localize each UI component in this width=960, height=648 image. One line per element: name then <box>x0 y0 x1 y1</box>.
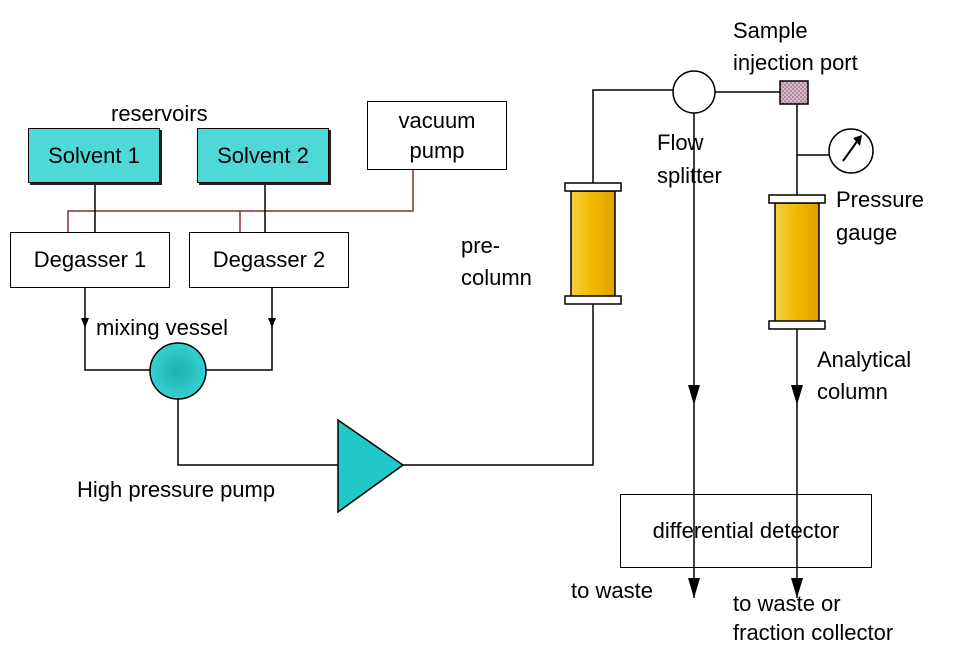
sample-injection-port <box>779 80 809 105</box>
pressure-gauge-label-line1: Pressure <box>836 187 925 212</box>
pressure-gauge-label-line2: gauge <box>836 220 898 245</box>
flow-splitter-label-line1: Flow <box>657 130 704 155</box>
mixing-to-pump-line <box>177 399 338 466</box>
solvent-1-reservoir: Solvent 1 <box>28 128 160 183</box>
precolumn-to-splitter-line <box>592 89 673 183</box>
degasser-1: Degasser 1 <box>10 232 170 288</box>
solvent-lines <box>94 183 266 232</box>
pre-column-label-line1: pre- <box>461 233 501 258</box>
to-waste-or-label-line1: to waste or <box>733 591 841 616</box>
mixing-vessel <box>149 342 207 400</box>
sample-injection-label-line1: Sample <box>733 18 808 43</box>
analytical-column-label-line2: column <box>817 379 888 404</box>
pump-to-precolumn-line <box>403 303 594 466</box>
pre-column <box>564 182 622 305</box>
solvent-2-reservoir: Solvent 2 <box>197 128 329 183</box>
vacuum-pump: vacuum pump <box>367 101 507 170</box>
port-to-column-line <box>796 104 829 195</box>
degasser-2: Degasser 2 <box>189 232 349 288</box>
to-waste-label: to waste <box>571 578 653 603</box>
pressure-gauge <box>828 128 874 174</box>
reservoirs-label: reservoirs <box>111 101 208 126</box>
diagram-canvas <box>67 70 874 598</box>
flow-splitter <box>672 70 716 114</box>
splitter-waste-line <box>688 113 700 598</box>
vacuum-lines <box>67 170 414 232</box>
mixing-lines <box>81 288 276 371</box>
to-waste-or-label-line2: fraction collector <box>733 620 894 645</box>
analytical-column <box>768 194 826 330</box>
analytical-column-label-line1: Analytical <box>817 347 912 372</box>
pre-column-label-line2: column <box>461 265 532 290</box>
high-pressure-pump-label: High pressure pump <box>77 477 276 502</box>
vacuum-pump-label-line1: vacuum <box>398 107 476 133</box>
sample-injection-label-line2: injection port <box>733 50 858 75</box>
mixing-vessel-label: mixing vessel <box>96 315 229 340</box>
differential-detector: differential detector <box>620 494 872 568</box>
high-pressure-pump <box>337 418 405 514</box>
vacuum-pump-label-line2: pump <box>409 137 465 163</box>
column-waste-line <box>791 329 803 598</box>
flow-splitter-label-line2: splitter <box>657 163 722 188</box>
